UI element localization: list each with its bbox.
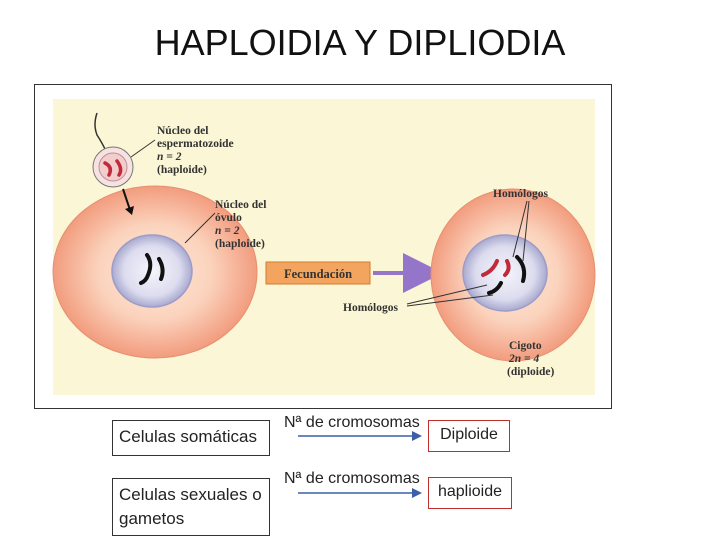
chromosome-count-label-1: Nª de cromosomas xyxy=(284,414,420,431)
haploid-result-box: haplioide xyxy=(428,477,512,509)
ovum-ploidy-n: n = 2 xyxy=(215,225,240,237)
chromosome-count-label-2: Nª de cromosomas xyxy=(284,470,420,487)
homologs-label-bottom: Homólogos xyxy=(343,302,398,314)
sex-cells-label: Celulas sexuales o gametos xyxy=(119,485,262,528)
page-title: HAPLOIDIA Y DIPLIODIA xyxy=(154,22,566,63)
sperm-label-line1: Núcleo del xyxy=(157,125,208,137)
sperm-label-line2: espermatozoide xyxy=(157,138,234,150)
diploid-result-box: Diploide xyxy=(428,420,510,452)
zygote-cell xyxy=(430,188,596,362)
homologs-label-top: Homólogos xyxy=(493,188,548,200)
ovum-label-line1: Núcleo del xyxy=(215,199,266,211)
haploid-result-label: haplioide xyxy=(437,483,503,500)
diagram-canvas: Núcleo del espermatozoide n = 2 (haploid… xyxy=(52,99,596,395)
zygote-ploidy-n: 2n = 4 xyxy=(508,353,539,365)
fertilization-diagram: Núcleo del espermatozoide n = 2 (haploid… xyxy=(34,84,612,409)
row-arrow-1 xyxy=(298,431,422,441)
process-label: Fecundación xyxy=(284,267,352,281)
ovum-ploidy-type: (haploide) xyxy=(215,238,265,250)
sperm-cell xyxy=(92,112,134,215)
sex-cells-box: Celulas sexuales o gametos xyxy=(112,478,270,536)
diploid-result-label: Diploide xyxy=(440,426,498,443)
process-box xyxy=(265,261,371,285)
ovum-label-line2: óvulo xyxy=(215,212,242,224)
somatic-cells-box: Celulas somáticas xyxy=(112,420,270,456)
ovum-chromosome-1 xyxy=(139,253,153,285)
zygote-label: Cigoto xyxy=(509,340,542,352)
sperm-ploidy-n: n = 2 xyxy=(157,151,182,163)
row-arrow-2 xyxy=(298,488,422,498)
somatic-cells-label: Celulas somáticas xyxy=(119,427,257,446)
zygote-ploidy-type: (diploide) xyxy=(507,366,554,378)
sperm-ploidy-type: (haploide) xyxy=(157,164,207,176)
ovum-chromosome-2 xyxy=(157,257,165,281)
ovum-cell xyxy=(52,185,258,359)
